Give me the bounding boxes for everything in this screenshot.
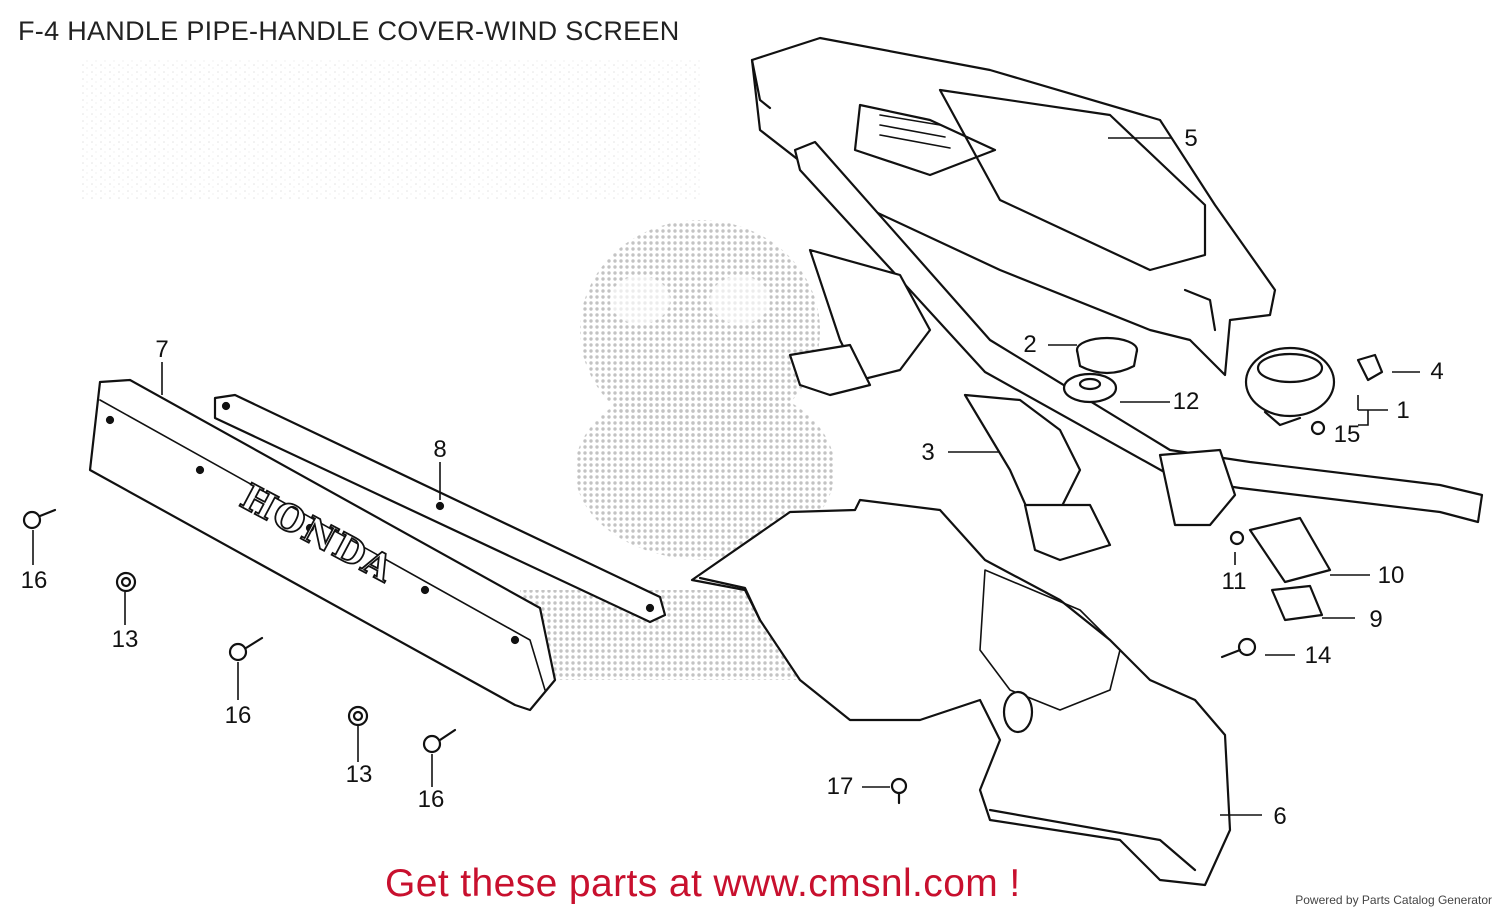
part-handle-pipe	[788, 140, 1484, 562]
fastener-16a	[22, 508, 57, 530]
callout-2: 2	[1023, 331, 1037, 358]
background-speckle	[80, 60, 700, 200]
callout-17: 17	[826, 773, 854, 800]
part-nut	[1062, 372, 1118, 404]
fastener-13b	[347, 705, 369, 727]
callout-13b: 13	[345, 761, 373, 788]
callout-16c: 16	[417, 786, 445, 813]
fastener-16b	[228, 636, 264, 662]
callout-14: 14	[1304, 642, 1332, 669]
part-strip	[213, 393, 667, 624]
callout-7: 7	[155, 336, 169, 363]
part-wind-screen	[88, 378, 557, 712]
callout-11: 11	[1221, 568, 1247, 595]
fastener-11	[1229, 530, 1245, 546]
callout-5: 5	[1184, 125, 1198, 152]
callout-4: 4	[1430, 358, 1444, 385]
callout-16a: 16	[20, 567, 48, 594]
callout-6: 6	[1273, 803, 1287, 830]
powered-by-text: Powered by Parts Catalog Generator	[1295, 893, 1492, 907]
fastener-17	[890, 777, 908, 805]
part-cap	[1075, 336, 1139, 375]
callout-10: 10	[1377, 562, 1405, 589]
callout-16b: 16	[224, 702, 252, 729]
part-handle-cover	[750, 36, 1277, 377]
fastener-15	[1310, 420, 1326, 436]
callout-1: 1	[1396, 397, 1410, 424]
fastener-13a	[115, 571, 137, 593]
callout-9: 9	[1369, 606, 1383, 633]
callout-15: 15	[1333, 421, 1361, 448]
part-horn	[1244, 346, 1336, 427]
part-inner-cover	[690, 498, 1232, 887]
part-terminal-cap	[1356, 353, 1384, 382]
callout-8: 8	[433, 436, 447, 463]
get-parts-link[interactable]: Get these parts at www.cmsnl.com !	[385, 862, 1021, 905]
leader-lines	[32, 137, 1420, 816]
callout-3: 3	[921, 439, 935, 466]
fastener-14	[1220, 637, 1257, 659]
fastener-16c	[422, 728, 457, 754]
part-label-9	[1270, 584, 1324, 622]
callout-13a: 13	[111, 626, 139, 653]
diagram-title: F-4 HANDLE PIPE-HANDLE COVER-WIND SCREEN	[18, 16, 680, 46]
part-label-10	[1248, 516, 1332, 584]
callout-12: 12	[1172, 388, 1200, 415]
